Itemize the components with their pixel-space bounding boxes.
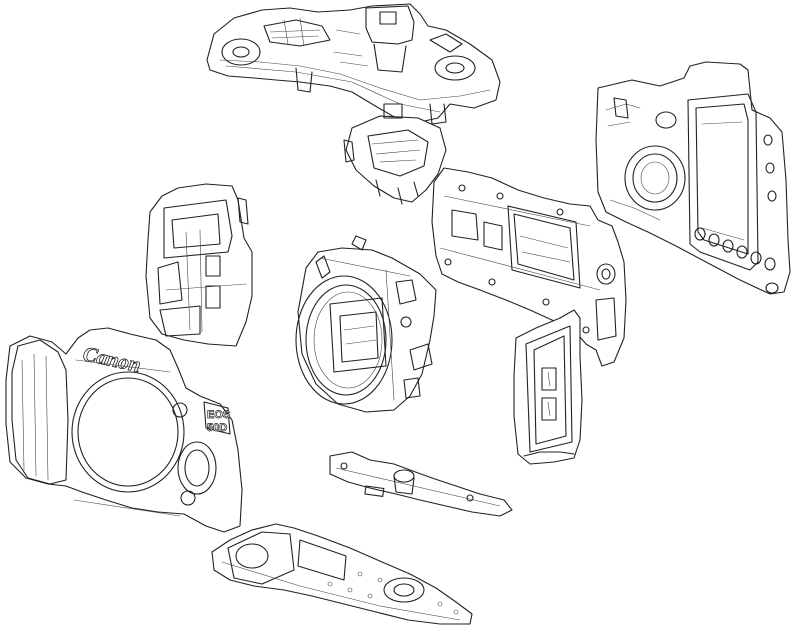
card-door-part [513, 309, 583, 465]
bottom-plate-part [211, 523, 473, 625]
lens-mount-part [295, 235, 437, 413]
model-badge-bottom: 50D [207, 422, 227, 434]
viewfinder-mount-part [343, 103, 447, 205]
bracket-part [329, 451, 513, 517]
side-frame-part [145, 183, 253, 347]
front-cover-part: Canon EOS 50D [5, 327, 243, 533]
model-badge-top: EOS [207, 409, 230, 421]
top-cover-part [206, 3, 501, 125]
rear-cover-part [595, 61, 791, 295]
